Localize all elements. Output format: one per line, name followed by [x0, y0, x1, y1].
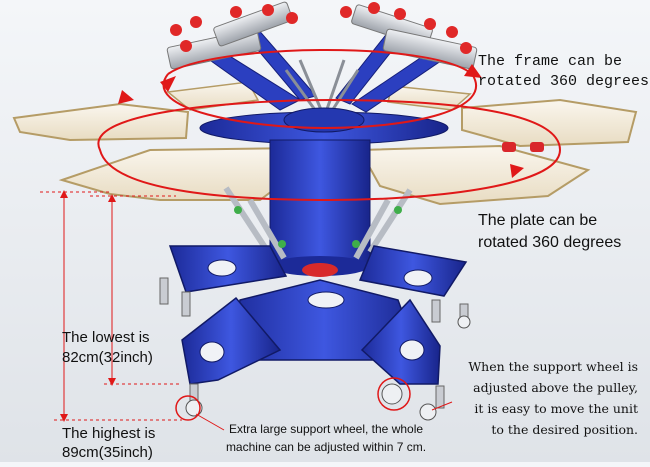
pallet-bracket — [530, 142, 544, 152]
arrowhead — [510, 164, 524, 178]
clamp-knobs — [170, 2, 472, 54]
arrowhead — [160, 76, 176, 92]
right-plate — [461, 98, 638, 148]
dim-arrow — [108, 194, 116, 202]
wheel-leader-line — [195, 413, 225, 431]
support-struts — [223, 186, 413, 260]
support-wheels — [185, 315, 471, 421]
pallet-bracket — [502, 142, 516, 152]
left-plate — [12, 102, 190, 142]
lowest-height-label: The lowest is 82cm(32inch) — [62, 329, 153, 366]
leveling-feet — [159, 277, 469, 409]
springs — [284, 59, 360, 115]
wheel-highlight-circles — [175, 377, 411, 421]
support-wheel-note: Extra large support wheel, the whole mac… — [225, 422, 427, 454]
frame-rotation-arc — [167, 48, 473, 75]
screen-frames — [166, 1, 478, 70]
plate-rotation-ellipse — [97, 98, 562, 202]
arrowhead — [464, 64, 482, 78]
strut-joints — [234, 206, 402, 248]
dim-arrow — [60, 414, 68, 422]
frame-rotation-label: The frame can be rotated 360 degrees — [478, 53, 650, 90]
red-bearing — [302, 263, 338, 277]
dim-arrow — [108, 378, 116, 386]
highest-height-label: The highest is 89cm(35inch) — [62, 425, 156, 461]
base-cutouts — [199, 259, 433, 363]
arrowhead — [118, 90, 134, 104]
frame-rotation-arc-lower — [162, 73, 477, 130]
front-right-plate — [358, 144, 591, 206]
moving-note: When the support wheel is adjusted above… — [468, 359, 638, 437]
hub-top — [283, 107, 365, 133]
dim-arrow — [60, 190, 68, 198]
moving-leader-line — [431, 401, 453, 411]
plate-rotation-label: The plate can be rotated 360 degrees — [478, 212, 622, 251]
height-dimension-lines — [40, 191, 182, 421]
